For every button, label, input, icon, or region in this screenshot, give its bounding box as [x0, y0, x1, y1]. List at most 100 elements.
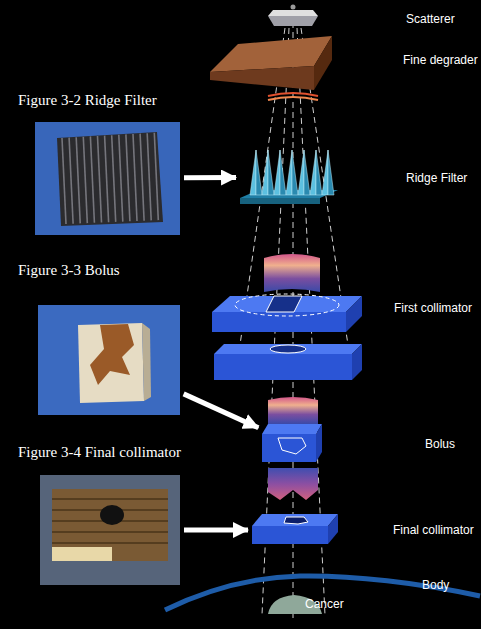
ridge-face [304, 150, 310, 195]
aperture-hole [270, 345, 306, 353]
ridge-line [98, 136, 102, 223]
photo-background [40, 475, 180, 585]
ridge-line [119, 135, 123, 222]
collimator-top [252, 514, 338, 526]
ridge-face [286, 150, 292, 195]
beam-spread [268, 397, 318, 424]
ridge-filter-part: Ridge Filter [240, 148, 338, 206]
beam-source [291, 5, 296, 10]
part-label: Final collimator [393, 523, 474, 537]
part-label: Ridge Filter [406, 171, 467, 185]
photo-box: Figure 3-4 Final collimator [40, 475, 180, 585]
wood-layer [52, 498, 168, 500]
pointer-arrow [184, 394, 259, 428]
ridge-line [154, 133, 158, 220]
ridge-face [262, 150, 268, 195]
degrader-side [314, 36, 332, 90]
ridge-face [280, 150, 286, 195]
final-collimator-part-shape [252, 514, 338, 546]
collimator-front [212, 312, 346, 332]
photo-background [38, 305, 180, 415]
body-surface [165, 576, 480, 610]
collimator-side [352, 344, 362, 380]
part-label: First collimator [394, 301, 472, 315]
photo-background [35, 122, 180, 235]
ridge-base-front [240, 198, 320, 204]
collimator-front [252, 526, 328, 544]
bolus-part-shape [262, 424, 322, 462]
ridge-face [256, 150, 262, 195]
figure-caption: Figure 3-4 Final collimator [18, 443, 181, 461]
photo-box: Figure 3-2 Ridge Filter [35, 122, 180, 235]
beam-shaped [268, 468, 318, 500]
part-label: Body [422, 578, 449, 592]
degrader-front [210, 66, 314, 90]
ridge-line [69, 138, 73, 224]
scatterer-top [268, 10, 318, 16]
collimator-side [328, 514, 338, 544]
ridge-face [322, 150, 328, 195]
photo-box-shape [35, 122, 180, 235]
ridge-face [250, 150, 256, 195]
ridge-line [140, 134, 144, 221]
ridge-line [112, 135, 116, 222]
degrader-part-shape [210, 36, 332, 90]
degrader-part: Fine degrader [210, 36, 332, 90]
part-label: Cancer [305, 597, 344, 611]
collimator-side [346, 296, 362, 332]
ridge-line [147, 133, 151, 220]
ridge-face [328, 150, 334, 195]
ridge-line [83, 137, 87, 223]
collimator-part-shape [212, 296, 362, 382]
final-collimator-part: Final collimator [252, 514, 338, 546]
figure-caption: Figure 3-3 Bolus [18, 261, 120, 279]
aperture-hole [100, 505, 124, 525]
ridge-line [90, 136, 94, 222]
bolus-block-photo [78, 323, 144, 403]
ridge-line [105, 136, 109, 223]
bolus-front [262, 434, 316, 462]
bolus-contour [278, 438, 306, 454]
aperture-outline [235, 294, 339, 316]
block-base [52, 547, 112, 561]
pointer-arrow [184, 528, 248, 533]
ridge-face [292, 150, 298, 195]
bolus-side [316, 424, 322, 462]
part-label: Bolus [425, 437, 455, 451]
photo-box-shape [40, 475, 180, 585]
wood-layer [52, 531, 168, 533]
scatterer-part: Scatterer [268, 10, 318, 28]
figure-caption: Figure 3-2 Ridge Filter [18, 91, 157, 109]
part-label: Scatterer [406, 12, 455, 26]
collimator-part: First collimator [212, 296, 362, 382]
photo-box-shape [38, 305, 180, 415]
ridge-filter-photo [57, 132, 163, 226]
scatterer-part-shape [268, 10, 318, 28]
ridge-line [62, 138, 66, 224]
scatterer-front [268, 16, 318, 26]
collimator-top [212, 296, 362, 312]
bolus-top [262, 424, 322, 434]
aperture-hole [284, 517, 308, 524]
bolus-part: Bolus [262, 424, 322, 462]
ridge-face [274, 150, 280, 195]
beam-spread [264, 254, 320, 292]
wood-layer [52, 542, 168, 544]
ridge-face [268, 150, 274, 195]
ridge-line [126, 134, 130, 221]
pointer-arrow [184, 175, 236, 180]
part-label: Fine degrader [403, 53, 478, 67]
collimator-front [214, 354, 352, 380]
bolus-block-side [142, 323, 151, 401]
collimator-slot [266, 296, 302, 312]
ridge-line [133, 134, 137, 221]
ridge-face [316, 150, 322, 195]
ridge-line [76, 137, 80, 223]
photo-box: Figure 3-3 Bolus [38, 305, 180, 415]
ridge-face [310, 150, 316, 195]
collimator-block-photo [52, 489, 168, 561]
beam-front [268, 97, 318, 100]
beam-front [268, 93, 318, 96]
